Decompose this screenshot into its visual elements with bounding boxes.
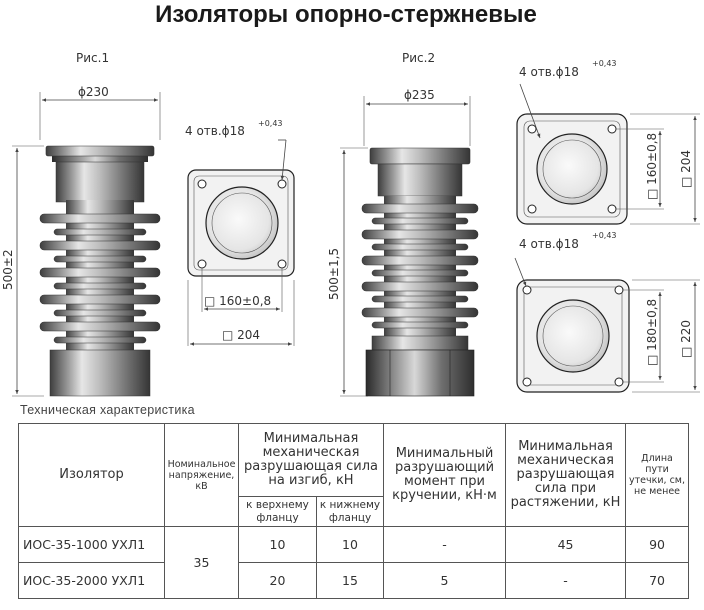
header-voltage: Номинальное напряжение, кВ <box>164 423 239 527</box>
row-bend-upper: 10 <box>238 526 317 563</box>
fig1-holes-tol: +0,43 <box>258 119 283 128</box>
fig2-top-holes: 4 отв.ϕ18 <box>519 65 579 79</box>
header-torque: Минимальный разрушающий момент при круче… <box>383 423 507 527</box>
row-torque: - <box>383 526 507 563</box>
header-insulator: Изолятор <box>18 423 165 527</box>
fig1-height: 500±2 <box>1 249 15 290</box>
header-creepage: Длина пути утечки, см, не менее <box>625 423 690 527</box>
fig1-flange-square: □ 204 <box>222 328 260 342</box>
row-tension: - <box>505 562 627 599</box>
table-caption: Техническая характеристика <box>20 403 195 417</box>
flange-fig1 <box>187 169 295 277</box>
insulator-fig2 <box>361 147 479 397</box>
fig2-diameter: ϕ235 <box>404 88 435 102</box>
header-bend-lower: к нижнему фланцу <box>315 496 385 527</box>
row-bend-lower: 15 <box>315 562 385 599</box>
fig2-caption: Рис.2 <box>402 51 435 65</box>
fig1-bolt-square: □ 160±0,8 <box>204 294 271 308</box>
header-bend-upper: к верхнему фланцу <box>238 496 317 527</box>
fig2-top-holes-tol: +0,43 <box>592 59 617 68</box>
row-tension: 45 <box>505 526 627 563</box>
row-name: ИОС-35-1000 УХЛ1 <box>18 526 165 563</box>
voltage-value: 35 <box>164 526 239 599</box>
row-name: ИОС-35-2000 УХЛ1 <box>18 562 165 599</box>
flange-fig2-top <box>516 113 628 225</box>
fig2-bottom-holes: 4 отв.ϕ18 <box>519 237 579 251</box>
page-title: Изоляторы опорно-стержневые <box>155 1 537 28</box>
flange-fig2-bottom <box>516 279 630 393</box>
insulator-fig1 <box>39 145 161 397</box>
table-row: ИОС-35-1000 УХЛ1 35 10 10 - 45 90 <box>18 526 690 599</box>
fig2-height: 500±1,5 <box>327 248 341 300</box>
fig2-bottom-bolt-square: □ 180±0,8 <box>645 299 659 366</box>
fig2-bottom-flange-square: □ 220 <box>679 320 693 358</box>
fig1-holes: 4 отв.ϕ18 <box>185 124 245 138</box>
fig2-bottom-holes-tol: +0,43 <box>592 231 617 240</box>
spec-table: Изолятор Номинальное напряжение, кВ Мини… <box>18 423 690 599</box>
row-creepage: 90 <box>625 526 690 563</box>
fig1-caption: Рис.1 <box>76 51 109 65</box>
table-row: ИОС-35-2000 УХЛ1 20 15 5 - 70 <box>18 562 690 599</box>
row-creepage: 70 <box>625 562 690 599</box>
header-tension: Минимальная механическая разрушающая сил… <box>505 423 627 527</box>
fig2-top-bolt-square: □ 160±0,8 <box>645 133 659 200</box>
row-bend-lower: 10 <box>315 526 385 563</box>
fig2-top-flange-square: □ 204 <box>679 150 693 188</box>
row-bend-upper: 20 <box>238 562 317 599</box>
header-bend-force: Минимальная механическая разрушающая сил… <box>237 423 385 497</box>
fig1-diameter: ϕ230 <box>78 85 109 99</box>
table-header-row: Изолятор Номинальное напряжение, кВ Мини… <box>18 423 690 527</box>
row-torque: 5 <box>383 562 507 599</box>
